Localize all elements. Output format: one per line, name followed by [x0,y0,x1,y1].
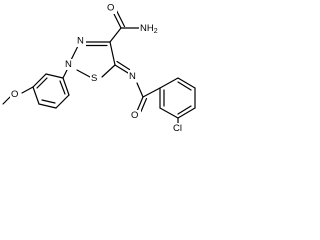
bond-n2-aryl [62,69,68,79]
bond-amide-c-o-2 [115,9,126,28]
bond-ar1-o [21,86,34,94]
amide-nh-text: NH [140,23,154,34]
bond-ar1-6 [62,77,70,96]
bond-ar2-5 [159,107,179,119]
atom-label-benzoyl-oxygen: O [131,110,138,121]
bond-c5-n-imine-2 [116,60,131,71]
bond-ar2-double-1 [177,81,192,91]
atom-label-imine-nitrogen: N [129,71,136,82]
bond-ar2-1 [159,77,179,89]
bond-n-imine-carbonyl [136,82,144,98]
atom-label-ring-sulfur: S [91,73,97,84]
bond-c5-c4 [109,41,116,66]
bond-ar2-double-2 [177,105,192,115]
bond-ring-amide [109,27,122,43]
bond-s1-c5 [101,64,116,78]
bond-ar1-2 [32,73,47,88]
bond-ar2-2 [177,77,196,89]
bonds [2,9,196,125]
bond-ar1-3 [32,86,40,105]
bond-ar1-5 [55,94,70,109]
atom-label-methoxy-oxygen: O [11,89,18,100]
bond-n2-s1 [76,69,91,78]
bond-carbonyl-o-1 [136,96,144,111]
bond-ar1-1 [45,73,64,79]
bond-ar1-double-1 [36,77,48,89]
atom-label-ring-nitrogen-2: N [65,59,72,70]
bond-carbonyl-o-2 [140,97,148,113]
bond-n3-n2 [70,45,79,61]
atom-label-chloro: Cl [173,123,182,134]
atom-label-amide-nh: NH2 [140,23,158,35]
atom-labels: O NH2 N N S N O Cl O [10,3,186,134]
bond-ar1-4 [38,103,57,109]
atom-label-amide-oxygen: O [107,3,114,14]
atom-label-ring-nitrogen-top: N [77,36,84,47]
bond-c5-n-imine-1 [114,64,129,74]
bond-ar2-4 [177,107,196,119]
bond-ar1-double-2 [41,99,56,104]
bond-amide-c-o-1 [112,11,122,29]
amide-subscript: 2 [154,28,158,35]
bond-o-methyl [2,96,11,105]
bond-carbonyl-aryl [142,87,161,98]
bond-ar1-double-3 [59,80,66,95]
chemical-structure-diagram: O NH2 N N S N O Cl O [2,3,196,134]
